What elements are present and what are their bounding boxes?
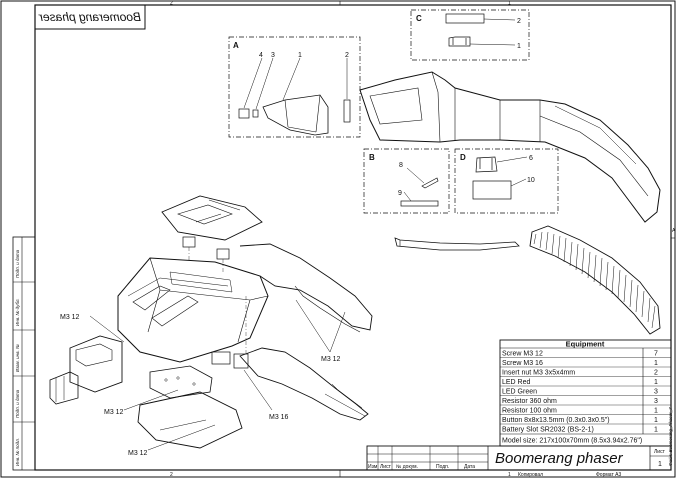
exploded-assembly	[49, 195, 373, 449]
boomerang-flat-view	[394, 237, 520, 251]
detail-c: C 2 1	[410, 9, 530, 61]
side-label-1: Подп. и дата	[15, 249, 20, 278]
equipment-row-name: Button 8x8x13.5mm (0.3x0.3x0.5")	[502, 417, 610, 424]
detail-b-label: B	[369, 153, 375, 162]
zone-bottom-2: 2	[170, 472, 173, 478]
detail-b-callout-9: 9	[398, 190, 402, 197]
side-strip: Подп. и дата Инв. № дубл. Взам. инв. № П…	[12, 236, 36, 471]
side-label-3: Взам. инв. №	[15, 344, 20, 372]
equipment-title: Equipment	[566, 340, 605, 349]
detail-a-label: A	[233, 41, 239, 50]
equipment-row-qty: 1	[654, 360, 658, 367]
detail-c-label: C	[416, 14, 422, 23]
screw-callouts: M3 12 M3 12 M3 12 M3 12 M3 16	[60, 299, 346, 457]
equipment-model-size: Model size: 217x100x70mm (8.5x3.94x2.76"…	[502, 438, 642, 445]
zone-top-1: 1	[508, 1, 511, 7]
equipment-row-qty: 1	[654, 417, 658, 424]
sheet-label: Лист	[654, 449, 666, 455]
mirrored-stamp-text: Boomerang phaser	[38, 10, 141, 24]
equipment-row-qty: 7	[654, 350, 658, 357]
stamp-col-date: Дата	[464, 464, 475, 470]
detail-d-callout-10: 10	[527, 177, 535, 184]
format-label: Формат А3	[596, 472, 621, 478]
detail-a-callout-4: 4	[259, 52, 263, 59]
equipment-row-qty: 3	[654, 398, 658, 405]
side-label-5: Инв. № подл.	[15, 438, 20, 466]
detail-a-callout-1: 1	[298, 52, 302, 59]
equipment-row-qty: 1	[654, 407, 658, 414]
equipment-row-name: Screw M3 12	[502, 350, 543, 357]
detail-a: A 4 3 1 2	[228, 36, 361, 138]
equipment-row-name: Screw M3 16	[502, 360, 543, 367]
detail-a-callout-3: 3	[271, 52, 275, 59]
callout-m3-12-left: M3 12	[60, 314, 80, 321]
stamp-col-list: Лист	[380, 464, 392, 470]
drawing-title: Boomerang phaser	[495, 450, 624, 467]
equipment-row-name: Resistor 360 ohm	[502, 398, 557, 405]
equipment-row-name: Resistor 100 ohm	[502, 407, 557, 414]
stamp-col-docnum: № докум.	[396, 464, 418, 470]
ribbed-part	[529, 225, 661, 335]
equipment-row-name: LED Green	[502, 388, 537, 395]
file-label: Файл: Boomerang_Phaser_7	[667, 407, 673, 466]
callout-m3-12-lower: M3 12	[128, 450, 148, 457]
sheet-number: 1	[658, 461, 662, 468]
zone-right-a: A	[672, 228, 676, 234]
side-label-2: Инв. № дубл.	[15, 298, 20, 326]
detail-d: D 6 10	[454, 148, 559, 214]
detail-d-callout-6: 6	[529, 155, 533, 162]
side-label-4: Подп. и дата	[15, 389, 20, 418]
stamp-col-izm: Изм	[368, 464, 378, 470]
equipment-row-qty: 3	[654, 388, 658, 395]
detail-c-callout-1: 1	[517, 43, 521, 50]
detail-c-callout-2: 2	[517, 18, 521, 25]
detail-a-callout-2: 2	[345, 52, 349, 59]
equipment-row-name: Battery Slot SR2032 (BS-2-1)	[502, 426, 594, 433]
equipment-row-name: Insert nut M3 3x5x4mm	[502, 369, 575, 376]
equipment-row-qty: 1	[654, 379, 658, 386]
detail-b: B 8 9	[363, 148, 450, 214]
callout-m3-12-right: M3 12	[321, 356, 341, 363]
equipment-row-name: LED Red	[502, 379, 531, 386]
stamp-col-sign: Подп.	[436, 464, 449, 470]
copied-label: Копировал	[518, 472, 543, 478]
inner-frame	[34, 4, 672, 471]
detail-d-label: D	[460, 153, 466, 162]
title-block: Изм Лист № докум. Подп. Дата Boomerang p…	[366, 445, 672, 471]
mirrored-stamp-box	[34, 4, 146, 30]
equipment-row-qty: 1	[654, 426, 658, 433]
callout-m3-12-bottom: M3 12	[104, 409, 124, 416]
zone-bottom-1: 1	[508, 472, 511, 478]
zone-top-2: 2	[170, 1, 173, 7]
callout-m3-16: M3 16	[269, 414, 289, 421]
boomerang-side-view	[359, 71, 661, 223]
detail-b-callout-8: 8	[399, 162, 403, 169]
equipment-row-qty: 2	[654, 369, 658, 376]
